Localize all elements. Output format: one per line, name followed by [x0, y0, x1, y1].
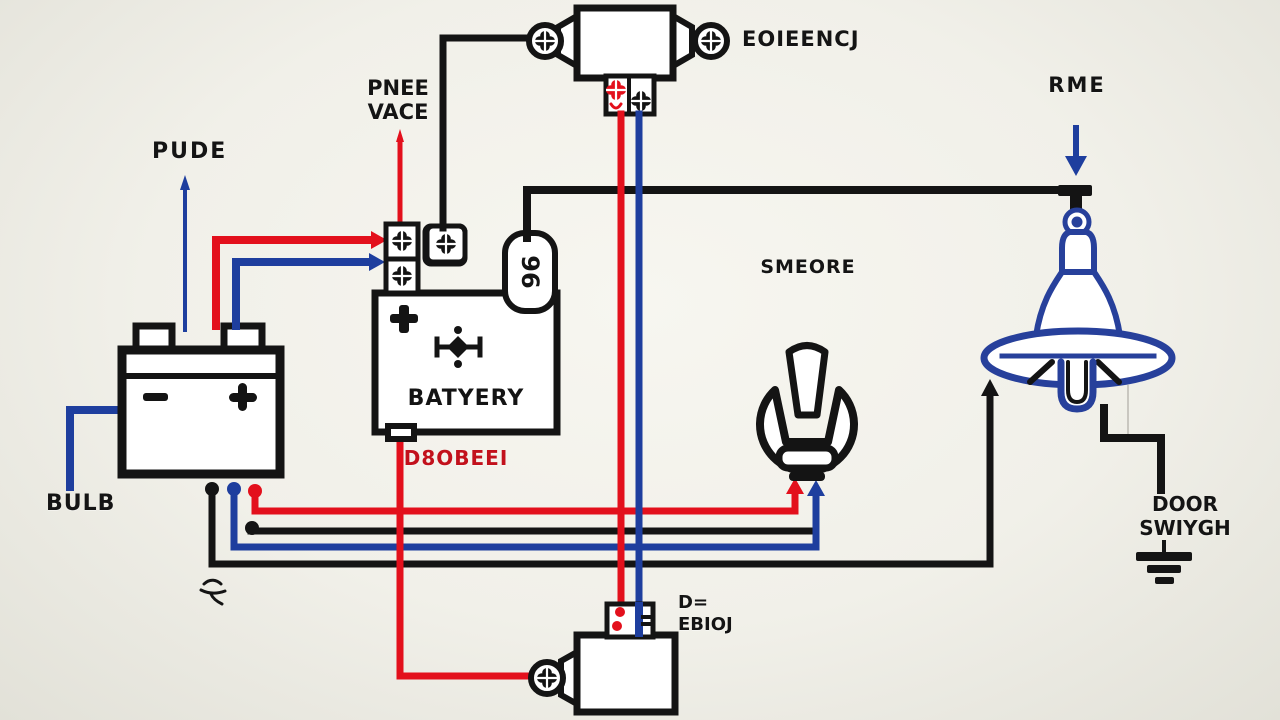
- connector-icon: [434, 326, 483, 368]
- top-feed-line: [523, 186, 1090, 242]
- door-switch: [1100, 404, 1192, 584]
- relay-bottom-connector: [604, 601, 656, 640]
- bell-shadow-marks: [1027, 359, 1122, 385]
- bell-stem: [1059, 229, 1097, 279]
- bulb-label: BULB: [46, 491, 116, 516]
- black-wire-to-ground: [1100, 404, 1165, 494]
- control-box-sublabel: D8OBEEI: [403, 446, 509, 470]
- red-wire-to-lamp: [252, 488, 799, 515]
- bulb-base: [775, 444, 839, 472]
- bulb-base-contact: [789, 472, 825, 481]
- feed-arrows: [180, 129, 404, 332]
- red-arrow-up-icon: [396, 129, 404, 142]
- blue-wire-battery-left: [66, 406, 128, 491]
- blue-wire-to-lamp: [231, 490, 820, 551]
- blue-arrow-down-icon: [1065, 156, 1087, 176]
- equals-mark: [641, 615, 651, 619]
- relay-bottom-body: [573, 631, 679, 716]
- lamp-label: SMEORE: [760, 256, 856, 278]
- control-box: 96: [371, 221, 561, 680]
- bell-label: RME: [1048, 73, 1106, 97]
- bell-dome: [1033, 269, 1123, 339]
- red-arrow-up-icon: [786, 478, 804, 494]
- bulb-filament: [785, 342, 829, 419]
- black-wire-top: [523, 186, 1090, 242]
- relay-top-body: [573, 4, 677, 82]
- battery-left: [66, 322, 285, 491]
- black-arrow-up-icon: [981, 379, 999, 396]
- ground-icon: [1136, 540, 1192, 584]
- pude-label: PUDE: [152, 139, 228, 164]
- relay-bottom: [528, 601, 679, 716]
- blue-arrow-right-icon: [369, 253, 385, 271]
- relay-bottom-label: D=EBIOJ: [678, 592, 733, 635]
- box-notch: [385, 423, 417, 442]
- battery-body: [117, 345, 285, 479]
- minus-icon: [143, 393, 168, 401]
- black-wire-to-bell: [208, 388, 994, 568]
- terminal-square-floating: [422, 223, 468, 267]
- red-wire-to-connector: [212, 236, 375, 330]
- battery-terminals: [199, 482, 262, 606]
- red-wire-to-relay-bottom: [396, 432, 542, 680]
- red-arrow-right-icon: [371, 231, 387, 249]
- blue-arrow-up-icon: [807, 480, 825, 496]
- scribble-mark: [199, 578, 227, 606]
- black-wire-relay-ear: [439, 34, 536, 232]
- wire-bundle: [208, 379, 999, 568]
- blue-arrow-up-icon: [180, 175, 190, 190]
- lamp: [756, 342, 858, 481]
- bell-mount: [1058, 185, 1092, 196]
- bell: [980, 125, 1176, 435]
- blue-wire-to-connector: [232, 258, 373, 330]
- relay-top: [422, 4, 730, 267]
- black-terminal-icon: [245, 521, 259, 535]
- relay-top-label: EOIEENCJ: [742, 27, 860, 51]
- control-box-label: BATYERY: [407, 386, 525, 411]
- fuse-label: 96: [516, 255, 544, 288]
- center-vertical-wires: [617, 110, 643, 638]
